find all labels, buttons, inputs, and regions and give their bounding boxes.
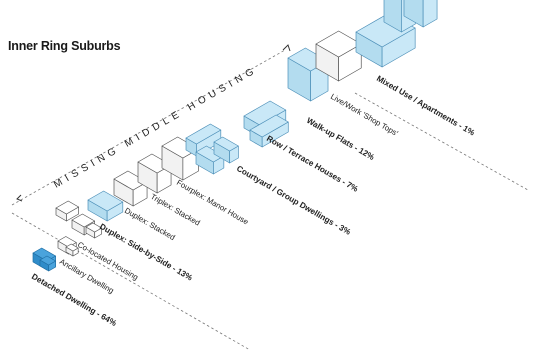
category-label: Duplex: Side-by-Side - 13% <box>98 222 195 283</box>
right-guide-line <box>354 92 529 191</box>
live-work-shop-tops-building <box>315 30 362 82</box>
arrow-left <box>16 194 23 202</box>
co-located-housing-building <box>55 200 103 239</box>
triplex-stacked-building <box>137 153 172 194</box>
category-label: Detached Dwelling - 64% <box>30 272 119 328</box>
category-label: Walk-up Flats - 12% <box>305 116 376 162</box>
category-label: Live/Work 'Shop Tops' <box>329 92 400 138</box>
diagram-title: Inner Ring Suburbs <box>8 39 121 53</box>
category-label: Duplex: Stacked <box>123 206 177 242</box>
row-terrace-houses-building <box>243 100 289 148</box>
guide-lines <box>11 49 529 351</box>
building-massing <box>32 0 438 272</box>
lower-guide-line <box>11 212 251 351</box>
detached-dwelling-building <box>32 247 57 272</box>
duplex-side-by-side-building <box>87 190 124 222</box>
courtyard-group-dwellings-building <box>185 123 239 175</box>
upper-guide-line <box>11 49 286 206</box>
ancillary-dwelling-building <box>57 236 79 257</box>
mixed-use-apartments-building <box>355 0 438 68</box>
arrow-right <box>282 44 291 52</box>
